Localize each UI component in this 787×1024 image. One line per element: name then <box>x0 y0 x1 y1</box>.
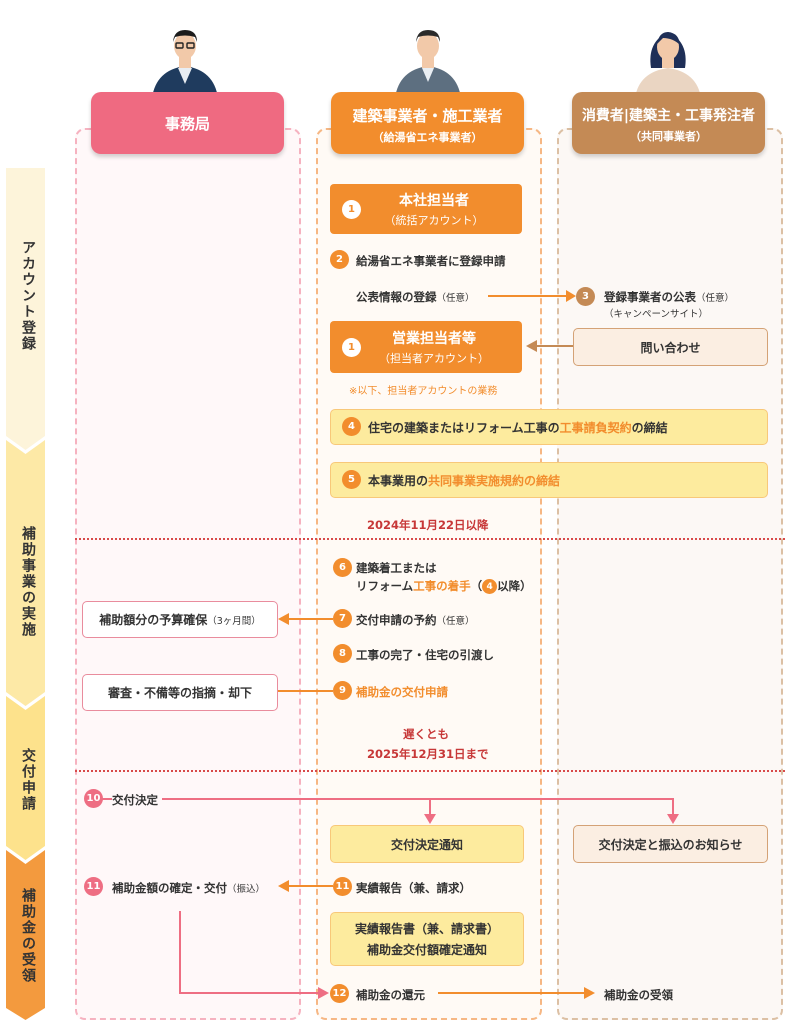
stage-account: アカウント登録 <box>20 240 36 352</box>
step-1b-number: 1 <box>342 338 361 357</box>
step-8-number: 8 <box>333 644 352 663</box>
step-7-text: 交付申請の予約（任意） <box>356 612 475 628</box>
header-consumer: 消費者|建築主・工事発注者 （共同事業者） <box>572 92 765 154</box>
header-consumer-title: 消費者|建築主・工事発注者 <box>581 108 756 124</box>
step-3-sub: （キャンペーンサイト） <box>604 309 709 320</box>
step-6-line1: 建築着工または <box>356 561 437 575</box>
step-12-number: 12 <box>330 984 349 1003</box>
header-consumer-sub: （共同事業者） <box>630 130 707 143</box>
step-12-text: 補助金の還元 <box>356 988 425 1002</box>
step-6-highlight: 工事の着手 <box>413 579 471 593</box>
header-jimukyoku-title: 事務局 <box>164 114 210 133</box>
header-contractor-sub: （給湯省エネ事業者） <box>372 131 483 144</box>
stage-application: 交付申請 <box>20 748 36 812</box>
step-5-number: 5 <box>342 470 361 489</box>
note-account-tasks: ※以下、担当者アカウントの業務 <box>349 386 498 397</box>
step-3-text: 登録事業者の公表（任意） <box>604 289 734 305</box>
step-4-number: 4 <box>342 417 361 436</box>
avatar-jimukyoku <box>152 30 218 98</box>
step-1a-number: 1 <box>342 200 361 219</box>
step-7-number: 7 <box>333 609 352 628</box>
avatar-consumer <box>635 32 701 98</box>
separator-1 <box>75 538 785 540</box>
box-step-5: 5 本事業用の共同事業実施規約の締結 <box>330 462 768 498</box>
stage-receipt: 補助金の受領 <box>20 888 36 984</box>
stage-implementation: 補助事業の実施 <box>20 526 36 638</box>
step-4-text-b: の締結 <box>631 420 668 435</box>
step-11-left-note: （振込） <box>227 884 266 895</box>
header-contractor-title: 建築事業者・施工業者 <box>352 107 503 125</box>
step-9-text: 補助金の交付申請 <box>356 685 448 699</box>
box-consumer-notice: 交付決定と振込のお知らせ <box>573 825 768 863</box>
step-2-number: 2 <box>330 250 349 269</box>
header-jimukyoku: 事務局 <box>91 92 284 154</box>
report-line2: 補助金交付額確定通知 <box>366 943 487 957</box>
step-3-number: 3 <box>576 287 595 306</box>
report-line1: 実績報告書（兼、請求書） <box>354 922 499 936</box>
receive-text: 補助金の受領 <box>604 988 673 1002</box>
step-7-label: 交付申請の予約 <box>356 613 437 627</box>
step-11-left-text: 補助金額の確定・交付（振込） <box>112 880 265 896</box>
step-9-number: 9 <box>333 681 352 700</box>
head-office-sub: （統括アカウント） <box>384 214 484 227</box>
deadline-line2: 2025年12月31日まで <box>367 747 489 761</box>
step-6-line2-a: リフォーム <box>356 579 414 593</box>
publish-info-label: 公表情報の登録 <box>356 290 437 304</box>
step-10-text: 交付決定 <box>112 792 162 808</box>
step-8-text: 工事の完了・住宅の引渡し <box>356 648 494 662</box>
box-inquiry: 問い合わせ <box>573 328 768 366</box>
separator-2 <box>75 770 785 772</box>
box-sales-rep: 1 営業担当者等 （担当者アカウント） <box>330 321 522 373</box>
step-3-note: （任意） <box>696 293 735 304</box>
avatar-contractor <box>395 30 461 98</box>
step-11-left-label: 補助金額の確定・交付 <box>112 881 227 895</box>
step-10-number: 10 <box>84 789 103 808</box>
step-11-right-number: 11 <box>333 877 352 896</box>
box-review: 審査・不備等の指摘・却下 <box>82 674 278 711</box>
box-budget: 補助額分の予算確保（3ヶ月間） <box>82 601 278 638</box>
step-11-left-number: 11 <box>84 877 103 896</box>
budget-label: 補助額分の予算確保 <box>99 613 208 627</box>
step-5-text-a: 本事業用の <box>368 473 429 488</box>
header-contractor: 建築事業者・施工業者 （給湯省エネ事業者） <box>331 92 524 154</box>
lane-contractor <box>316 128 542 1020</box>
deadline-line1: 遅くとも <box>403 727 449 741</box>
date-from: 2024年11月22日以降 <box>367 518 489 532</box>
step-4-text-a: 住宅の建築またはリフォーム工事の <box>368 420 560 435</box>
box-report: 実績報告書（兼、請求書） 補助金交付額確定通知 <box>330 912 524 966</box>
lane-consumer <box>557 128 783 1020</box>
publish-info-text: 公表情報の登録（任意） <box>356 289 475 305</box>
sales-rep-sub: （担当者アカウント） <box>379 352 489 365</box>
box-step-4: 4 住宅の建築またはリフォーム工事の工事請負契約の締結 <box>330 409 768 445</box>
step-4-highlight: 工事請負契約 <box>559 420 632 435</box>
lane-jimukyoku <box>75 128 301 1020</box>
step-6-line2-b: （ <box>470 579 483 593</box>
budget-note: （3ヶ月間） <box>207 615 261 627</box>
step-6-ref-number: 4 <box>482 579 498 594</box>
step-11-right-text: 実績報告（兼、請求） <box>356 881 471 895</box>
box-decision-notice: 交付決定通知 <box>330 825 524 863</box>
step-5-highlight: 共同事業実施規約の締結 <box>428 473 561 488</box>
head-office-title: 本社担当者 <box>399 193 469 209</box>
box-head-office: 1 本社担当者 （統括アカウント） <box>330 184 522 234</box>
step-3-label: 登録事業者の公表 <box>604 290 696 304</box>
sales-rep-title: 営業担当者等 <box>392 331 476 347</box>
stage-bands <box>6 168 45 1020</box>
step-7-note: （任意） <box>436 616 475 627</box>
step-6-line2-c: 以降） <box>497 579 532 593</box>
publish-info-note: （任意） <box>436 293 475 304</box>
step-2-text: 給湯省エネ事業者に登録申請 <box>356 254 506 268</box>
step-6-number: 6 <box>333 558 352 577</box>
